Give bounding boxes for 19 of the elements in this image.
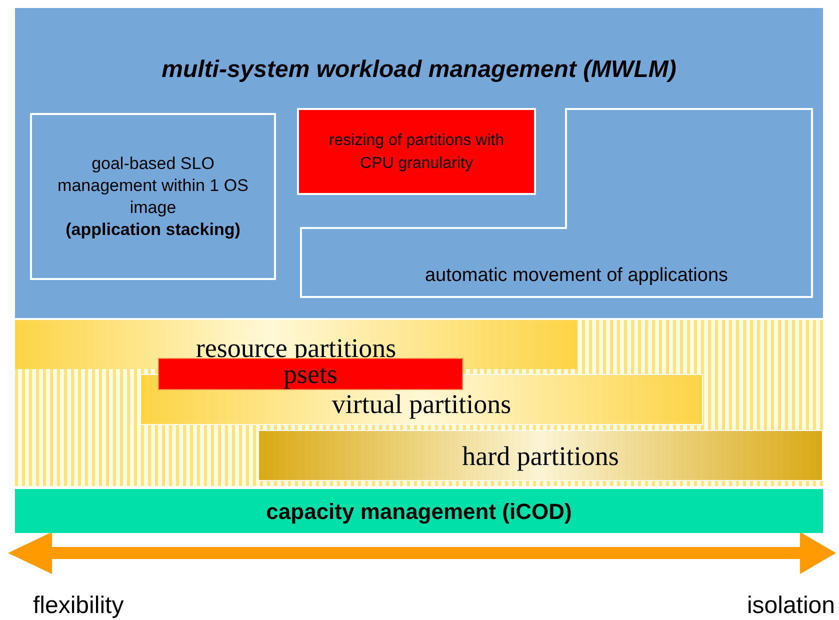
box-text: resource partitions xyxy=(196,334,396,362)
box-text: multi-system workload management (MWLM) xyxy=(160,55,678,85)
process-box xyxy=(30,113,276,280)
box-text: resizing of partitions with CPU granularity xyxy=(328,130,506,174)
process-box xyxy=(297,108,536,195)
partition-bar xyxy=(258,430,823,481)
box-text: (application stacking) xyxy=(66,218,240,240)
box-text: psets xyxy=(284,360,338,388)
box-text: goal-based SLO management within 1 OS image xyxy=(56,152,250,218)
box-text: capacity management (iCOD) xyxy=(266,498,572,526)
box-text: automatic movement of applications xyxy=(424,264,728,288)
axis-label: isolation xyxy=(746,591,835,620)
process-box xyxy=(300,108,813,298)
axis-label: flexibility xyxy=(33,591,124,620)
box-text: virtual partitions xyxy=(332,390,512,418)
box-text: hard partitions xyxy=(462,442,619,470)
management-panel xyxy=(15,8,823,318)
capacity-bar xyxy=(15,489,823,533)
partition-bar xyxy=(158,358,463,390)
